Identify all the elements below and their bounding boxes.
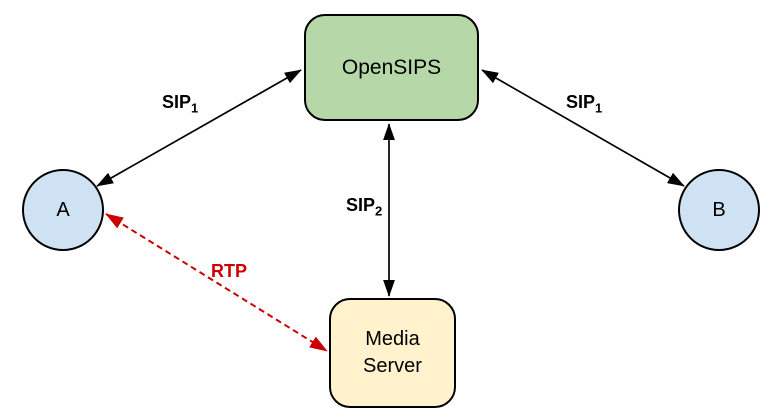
- edge-sip-a-opensips: [96, 69, 302, 187]
- node-endpoint-a: [22, 169, 104, 251]
- edge-rtp-a-media: [105, 213, 328, 352]
- node-endpoint-b: [678, 169, 760, 251]
- node-media-server: [329, 298, 456, 408]
- edge-sip-b-opensips: [481, 69, 685, 187]
- node-opensips: [304, 14, 479, 121]
